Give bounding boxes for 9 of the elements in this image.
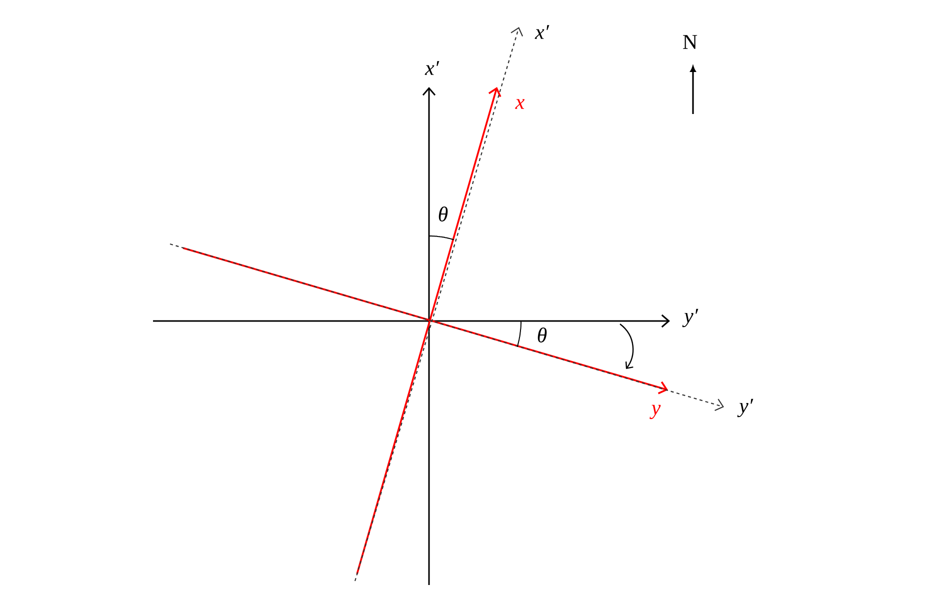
axis-label: x <box>515 99 525 109</box>
axis-label: x′ <box>534 25 550 39</box>
axis-label: y′ <box>682 308 698 328</box>
north-label: N <box>683 35 698 49</box>
angle-label: θ <box>438 206 448 222</box>
axis-label: x′ <box>424 61 440 75</box>
axis-label: y′ <box>737 398 754 418</box>
axis-label: y <box>650 404 661 420</box>
angle-label: θ <box>538 328 547 342</box>
